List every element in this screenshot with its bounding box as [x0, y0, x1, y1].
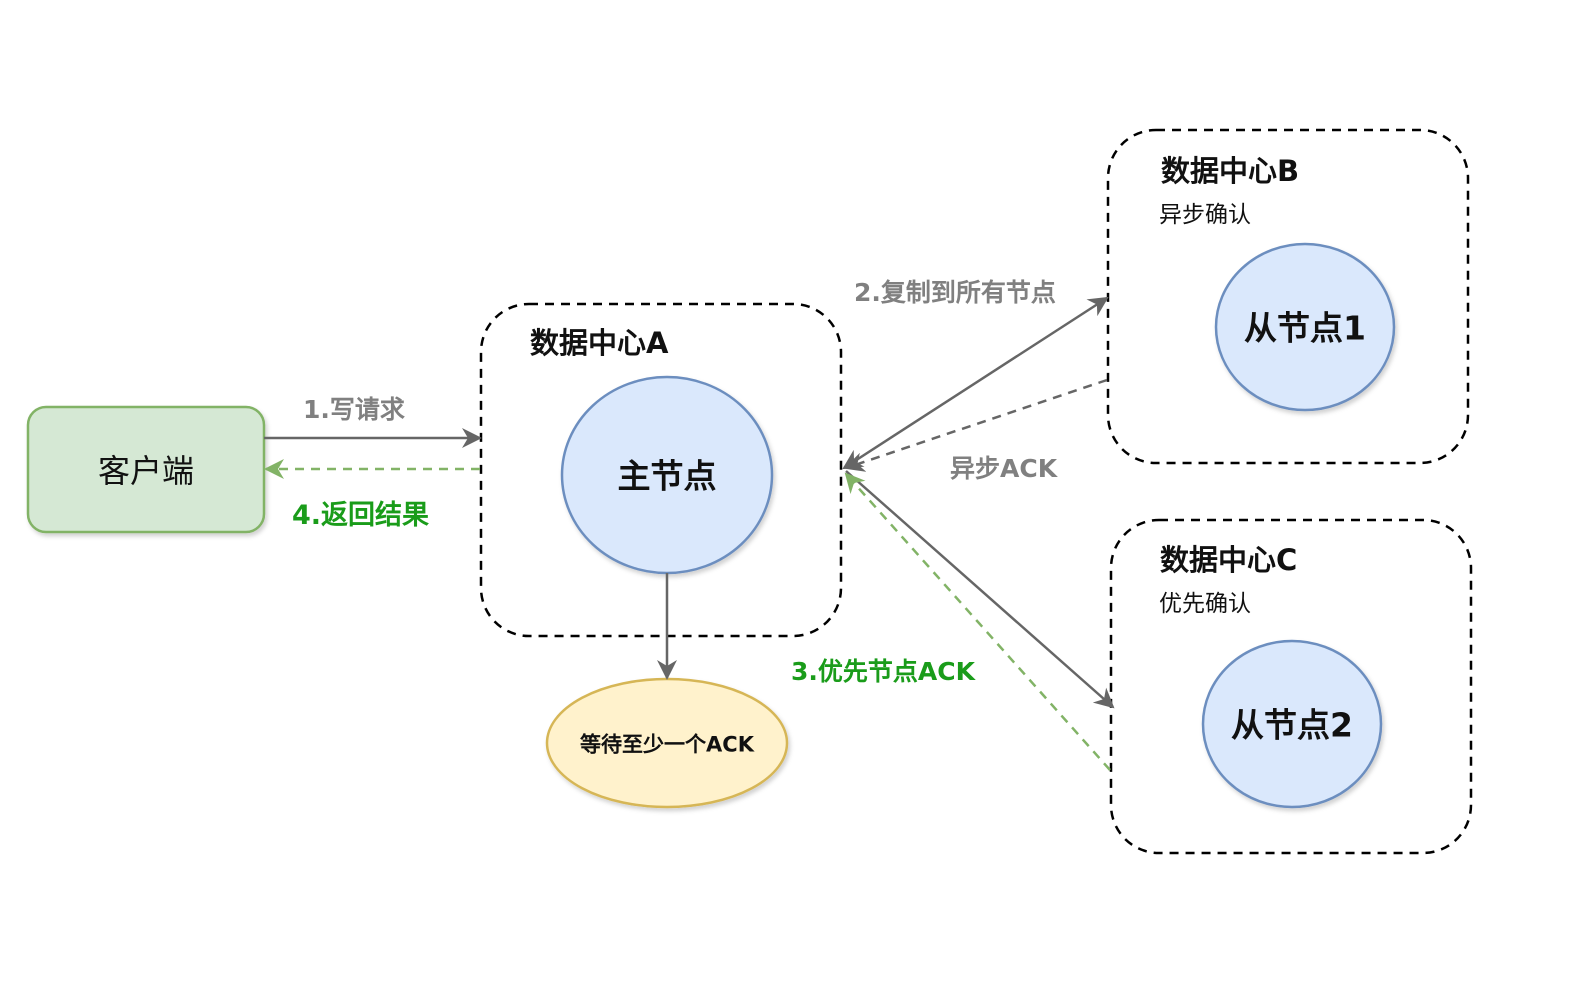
edge-priority-ack — [844, 472, 1111, 771]
edge-replicate-c — [845, 470, 1115, 709]
replica-node-2[interactable] — [1201, 639, 1383, 809]
edge-replicate-b — [842, 296, 1109, 470]
replica-node-2-label: 从节点2 — [1231, 705, 1353, 745]
wait-ack-label: 等待至少一个ACK — [580, 732, 754, 757]
datacenter-c-subtitle: 优先确认 — [1159, 591, 1251, 617]
replica-node-1[interactable] — [1214, 242, 1396, 412]
client-label: 客户端 — [97, 452, 195, 490]
datacenter-c-container — [1109, 518, 1473, 855]
datacenter-c-title: 数据中心C — [1160, 543, 1298, 577]
datacenter-b-container — [1106, 128, 1470, 465]
datacenter-b-subtitle: 异步确认 — [1159, 202, 1251, 228]
edge-label-async-ack: 异步ACK — [950, 454, 1058, 483]
edge-label-replicate-all: 2.复制到所有节点 — [854, 278, 1056, 307]
datacenter-b-title: 数据中心B — [1161, 154, 1300, 188]
replica-node-1-label: 从节点1 — [1244, 308, 1366, 348]
edge-label-priority-ack: 3.优先节点ACK — [791, 657, 975, 686]
datacenter-a-container — [479, 302, 843, 638]
datacenter-a-title: 数据中心A — [530, 326, 669, 360]
edge-label-write-request: 1.写请求 — [303, 395, 405, 424]
edge-async-ack — [844, 378, 1108, 472]
edge-label-return-result: 4.返回结果 — [292, 500, 430, 531]
primary-node-label: 主节点 — [617, 456, 717, 496]
